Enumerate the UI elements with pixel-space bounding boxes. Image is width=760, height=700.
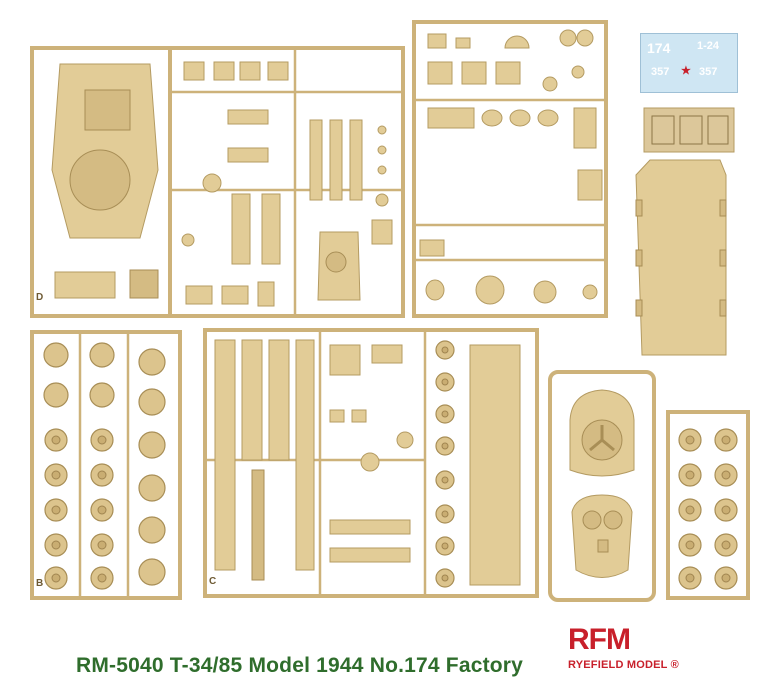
logo-name: RYEFIELD MODEL ® xyxy=(568,659,679,671)
lower-hull-part xyxy=(635,159,727,356)
hull-rear-part xyxy=(54,271,116,299)
turret-roof-part xyxy=(571,494,633,578)
turret-sprue xyxy=(548,370,656,602)
photo-etch-fret xyxy=(643,107,735,153)
sprue-b xyxy=(30,330,182,600)
track-links xyxy=(214,339,315,581)
decal-number-174: 174 xyxy=(647,40,671,56)
ryefield-logo: RFM RYEFIELD MODEL ® xyxy=(568,625,698,675)
decal-number-1-24: 1-24 xyxy=(697,40,720,52)
kit-title: RM-5040 T-34/85 Model 1944 No.174 Factor… xyxy=(76,654,524,677)
sprue-letter-b: B xyxy=(36,578,44,589)
sprue-c xyxy=(203,328,539,598)
sprue-e xyxy=(412,20,608,318)
decal-number-357-a: 357 xyxy=(651,66,670,78)
decal-sheet: 174 1-24 357 357 ★ xyxy=(640,33,738,93)
wheel-sprue xyxy=(666,410,750,600)
logo-mark: RFM xyxy=(568,623,631,656)
logo-registered: ® xyxy=(670,659,679,671)
sprue-letter-c: C xyxy=(209,576,217,587)
logo-name-text: RYEFIELD MODEL xyxy=(568,659,668,671)
sprue-letter-d: D xyxy=(36,292,44,303)
decal-number-357-b: 357 xyxy=(699,66,718,78)
sprue-d xyxy=(30,46,405,318)
red-star-icon: ★ xyxy=(681,65,691,77)
